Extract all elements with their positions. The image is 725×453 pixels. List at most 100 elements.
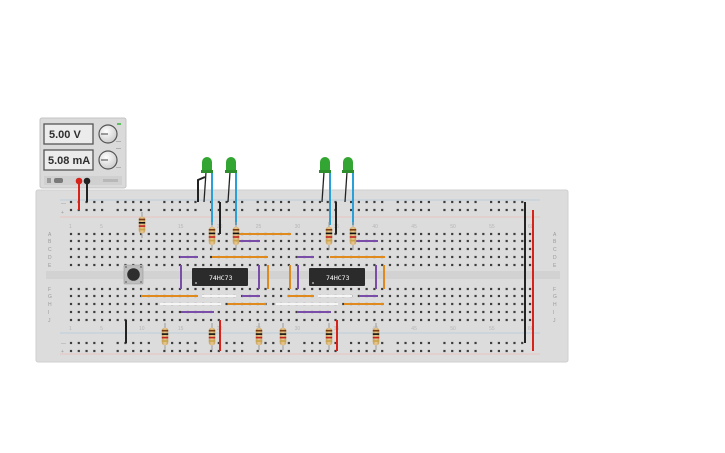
hole[interactable] [155, 263, 158, 267]
hole[interactable] [528, 263, 532, 267]
hole[interactable] [334, 263, 337, 267]
hole[interactable] [443, 247, 446, 251]
hole[interactable] [427, 247, 430, 251]
hole[interactable] [178, 239, 182, 243]
power-switch[interactable] [54, 178, 63, 183]
hole[interactable] [521, 302, 524, 306]
hole[interactable] [427, 294, 430, 298]
rail-hole[interactable] [171, 208, 174, 212]
hole[interactable] [311, 247, 314, 251]
rail-hole[interactable] [381, 208, 384, 212]
hole[interactable] [194, 239, 197, 243]
hole[interactable] [132, 232, 135, 236]
hole[interactable] [163, 310, 166, 314]
voltage-knob-icon[interactable] [98, 124, 118, 144]
rail-hole[interactable] [194, 208, 197, 212]
hole[interactable] [311, 263, 314, 267]
hole[interactable] [443, 302, 446, 306]
hole[interactable] [101, 318, 104, 322]
hole[interactable] [139, 255, 143, 259]
hole[interactable] [202, 263, 205, 267]
hole[interactable] [171, 287, 174, 291]
hole[interactable] [248, 263, 252, 267]
rail-hole[interactable] [264, 349, 267, 353]
rail-hole[interactable] [101, 341, 104, 345]
hole[interactable] [505, 255, 508, 259]
hole[interactable] [69, 232, 73, 236]
rail-hole[interactable] [163, 208, 166, 212]
hole[interactable] [349, 247, 353, 251]
positive-terminal[interactable] [75, 177, 83, 185]
hole[interactable] [155, 239, 158, 243]
hole[interactable] [420, 287, 423, 291]
rail-hole[interactable] [396, 200, 399, 204]
rail-hole[interactable] [349, 341, 353, 345]
rail-hole[interactable] [233, 349, 236, 353]
hole[interactable] [295, 255, 298, 259]
hole[interactable] [334, 239, 337, 243]
hole[interactable] [373, 263, 376, 267]
hole[interactable] [108, 310, 111, 314]
rail-hole[interactable] [124, 349, 127, 353]
resistor-icon[interactable] [349, 222, 357, 250]
hole[interactable] [93, 255, 96, 259]
hole[interactable] [85, 302, 88, 306]
hole[interactable] [334, 247, 337, 251]
rail-hole[interactable] [85, 341, 88, 345]
hole[interactable] [225, 263, 228, 267]
hole[interactable] [155, 232, 158, 236]
hole[interactable] [69, 255, 73, 259]
hole[interactable] [396, 255, 399, 259]
power-supply[interactable]: 5.00 V 5.08 mA [39, 117, 127, 189]
hole[interactable] [77, 232, 80, 236]
hole[interactable] [482, 232, 485, 236]
hole[interactable] [303, 232, 306, 236]
hole[interactable] [458, 232, 462, 236]
hole[interactable] [209, 255, 213, 259]
rail-hole[interactable] [132, 349, 135, 353]
hole[interactable] [497, 294, 500, 298]
hole[interactable] [388, 310, 392, 314]
hole[interactable] [93, 232, 96, 236]
hole[interactable] [451, 294, 454, 298]
hole[interactable] [233, 247, 236, 251]
hole[interactable] [505, 318, 508, 322]
hole[interactable] [490, 302, 493, 306]
hole[interactable] [264, 310, 267, 314]
rail-hole[interactable] [357, 341, 360, 345]
hole[interactable] [93, 294, 96, 298]
hole[interactable] [373, 232, 376, 236]
hole[interactable] [241, 318, 244, 322]
rail-hole[interactable] [318, 341, 322, 345]
hole[interactable] [482, 255, 485, 259]
hole[interactable] [458, 310, 462, 314]
resistor-icon[interactable] [232, 222, 240, 250]
hole[interactable] [357, 318, 360, 322]
rail-hole[interactable] [171, 341, 174, 345]
hole[interactable] [521, 318, 524, 322]
hole[interactable] [272, 318, 275, 322]
hole[interactable] [435, 294, 438, 298]
hole[interactable] [101, 232, 104, 236]
hole[interactable] [342, 302, 345, 306]
hole[interactable] [147, 255, 150, 259]
hole[interactable] [85, 318, 88, 322]
hole[interactable] [303, 247, 306, 251]
rail-hole[interactable] [326, 200, 329, 204]
hole[interactable] [521, 263, 524, 267]
hole[interactable] [225, 247, 228, 251]
hole[interactable] [178, 247, 182, 251]
hole[interactable] [101, 302, 104, 306]
rail-hole[interactable] [85, 208, 88, 212]
hole[interactable] [248, 247, 252, 251]
hole[interactable] [217, 318, 220, 322]
hole[interactable] [521, 239, 524, 243]
hole[interactable] [186, 263, 189, 267]
hole[interactable] [85, 263, 88, 267]
hole[interactable] [147, 310, 150, 314]
hole[interactable] [241, 287, 244, 291]
hole[interactable] [505, 310, 508, 314]
hole[interactable] [209, 318, 213, 322]
rail-hole[interactable] [412, 208, 415, 212]
hole[interactable] [451, 247, 454, 251]
